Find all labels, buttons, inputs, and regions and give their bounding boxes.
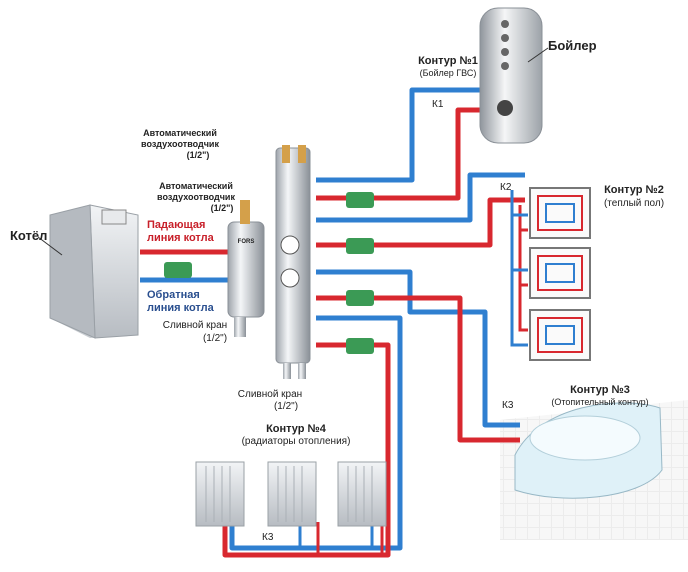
drain-left-line2: (1/2") [203, 333, 227, 344]
return-line2: линия котла [147, 302, 215, 314]
floor-manifold [510, 190, 528, 347]
drain-left-line1: Сливной кран [163, 320, 227, 331]
drain-bottom-line1: Сливной кран [238, 389, 302, 400]
tag-k3-right: К3 [502, 400, 514, 411]
vent-top-line2: воздухоотводчик [141, 139, 219, 149]
kotel-label: Котёл [10, 228, 47, 243]
tag-k2: К2 [500, 182, 512, 193]
boiler-label: Бойлер [548, 38, 597, 53]
vent-mid-line3: (1/2") [211, 203, 234, 213]
brand-label: FORS [238, 239, 255, 245]
kotel-unit [37, 204, 139, 339]
contour4-subtitle: (радиаторы отопления) [242, 436, 351, 447]
contour1-title: Контур №1 [418, 55, 478, 67]
hydro-separator [227, 200, 265, 337]
contour3-subtitle: (Отопительный контур) [551, 397, 648, 407]
contour2-title: Контур №2 [604, 184, 664, 196]
return-line1: Обратная [147, 289, 200, 301]
supply-line2: линия котла [147, 232, 215, 244]
vent-mid-line2: воздухоотводчик [157, 192, 235, 202]
cold-pipes [140, 87, 525, 551]
boiler-tank [479, 7, 549, 144]
vent-mid-line1: Автоматический [159, 181, 233, 191]
vent-top-line1: Автоматический [143, 128, 217, 138]
radiators [195, 461, 387, 527]
vent-top-line3: (1/2") [187, 150, 210, 160]
contour2-subtitle: (теплый пол) [604, 198, 664, 209]
floor-heating-coils [529, 187, 591, 361]
tag-k1: К1 [432, 99, 444, 110]
tag-k3-bottom: К3 [262, 532, 274, 543]
contour1-subtitle: (Бойлер ГВС) [420, 68, 477, 78]
supply-line1: Падающая [147, 219, 205, 231]
contour3-title: Контур №3 [570, 384, 630, 396]
pumps [164, 192, 374, 354]
drain-bottom-line2: (1/2") [274, 401, 298, 412]
bathtub [514, 402, 663, 499]
collector [275, 145, 311, 379]
contour4-title: Контур №4 [266, 423, 327, 435]
